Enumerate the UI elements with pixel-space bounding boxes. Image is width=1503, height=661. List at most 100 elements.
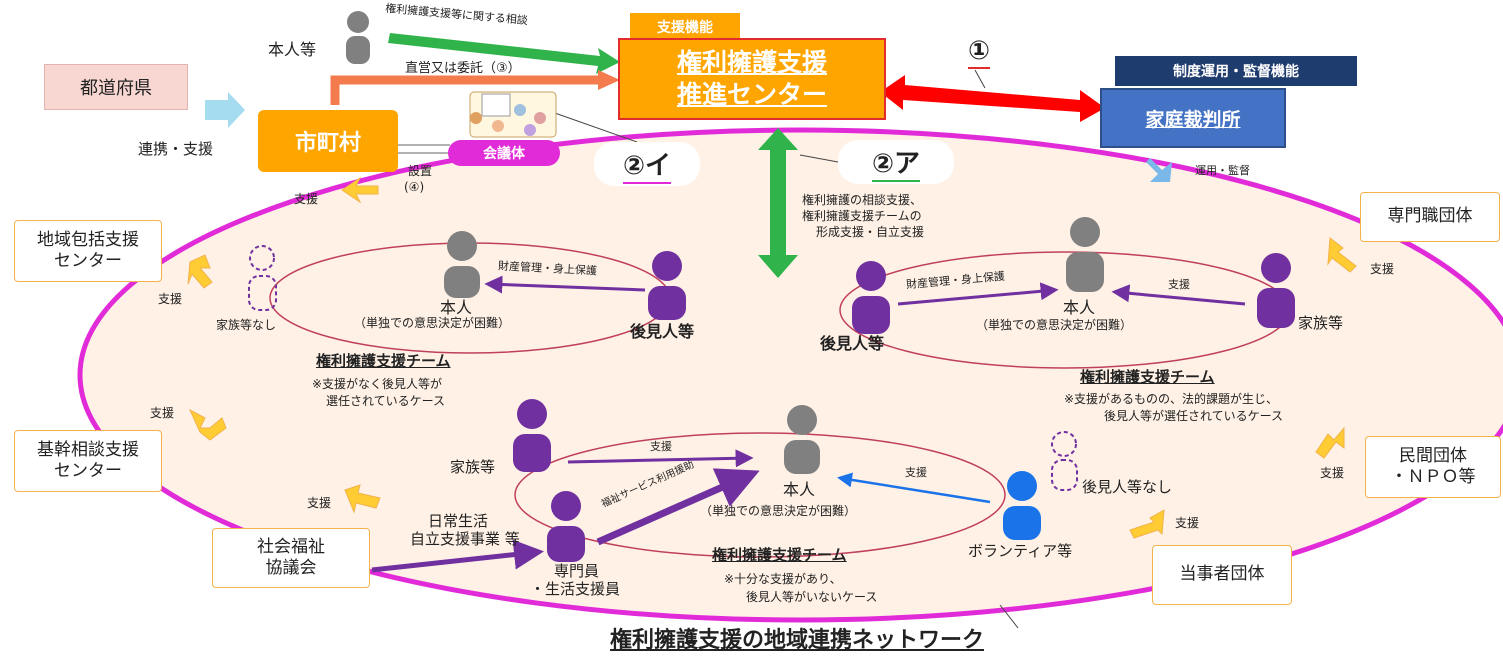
- person-icon-left-none: [248, 245, 277, 311]
- center-support-2: 権利擁護支援チームの: [802, 209, 922, 223]
- center-line-2: 推進センター: [676, 80, 827, 109]
- minkan-box[interactable]: 民間団体 ・ＮＰＯ等: [1365, 436, 1501, 498]
- team-ellipse-bottom: [514, 432, 1006, 558]
- center-support-3: 形成支援・自立支援: [816, 225, 925, 239]
- badge-2a-label: ②ア: [871, 143, 920, 182]
- bottom-family-arrow-label: 支援: [650, 440, 672, 453]
- support-label: 支援: [1320, 466, 1345, 480]
- arrow-right-family: [1111, 284, 1246, 306]
- badge-2i: ②イ: [594, 142, 700, 186]
- right-guardian-label: 後見人等: [820, 334, 885, 353]
- person-icon-bottom-family: [513, 399, 551, 472]
- arrow-bottom-family: [567, 449, 754, 468]
- right-person-sub: （単独での意思決定が困難）: [976, 318, 1133, 332]
- support-label: 支援: [150, 406, 175, 420]
- support-label: 支援: [294, 192, 319, 206]
- arrow-right-guardian: [897, 282, 1059, 306]
- tojisha-box[interactable]: 当事者団体: [1152, 545, 1292, 605]
- prefecture-box[interactable]: 都道府県: [44, 64, 188, 110]
- setup-label: 設置: [408, 164, 433, 178]
- right-team-title: 権利擁護支援チーム: [1080, 368, 1215, 386]
- senmon-box[interactable]: 専門職団体: [1360, 192, 1500, 242]
- center-support-1: 権利擁護の相談支援、: [802, 193, 923, 207]
- oversight-tag: 制度運用・監督機能: [1115, 56, 1357, 86]
- left-guardian-label: 後見人等: [630, 322, 695, 341]
- outer-network-ring: [77, 127, 1503, 623]
- badge-1: ①: [968, 36, 991, 70]
- bottom-family-label: 家族等: [450, 458, 496, 476]
- arrow-left-guardian: [484, 275, 646, 294]
- right-family-label: 家族等: [1298, 314, 1344, 332]
- council-pill[interactable]: 会議体: [448, 140, 560, 166]
- volunteer-label: ボランティア等: [968, 542, 1073, 560]
- person-icon-bottom-honnin: [784, 405, 820, 474]
- volunteer-arrow-label: 支援: [905, 466, 927, 479]
- right-family-arrow-label: 支援: [1168, 278, 1190, 291]
- left-note-2: 選任されているケース: [326, 394, 446, 408]
- minkan-line-2: ・ＮＰＯ等: [1390, 467, 1476, 487]
- no-family-label: 家族等なし: [216, 318, 277, 332]
- direct-label: 直営又は委託（③）: [405, 61, 521, 76]
- arrow-bottom-staff: [596, 468, 760, 546]
- court-arrow: [1146, 158, 1172, 182]
- chiiki-line-2: センター: [54, 251, 122, 271]
- support-label: 支援: [307, 496, 332, 510]
- minkan-line-1: 民間団体: [1399, 445, 1467, 466]
- support-label: 支援: [158, 292, 183, 306]
- kikan-center-box[interactable]: 基幹相談支援 センター: [14, 430, 162, 492]
- diagram-title: 権利擁護支援の地域連携ネットワーク: [610, 628, 985, 653]
- left-team-title: 権利擁護支援チーム: [316, 352, 451, 370]
- right-note-2: 後見人等が選任されているケース: [1104, 409, 1284, 423]
- daily-label-1: 日常生活: [428, 512, 489, 530]
- setup-label-2: (④): [404, 180, 425, 194]
- support-function-tag: 支援機能: [630, 13, 740, 41]
- person-icon-right-honnin: [1066, 217, 1104, 292]
- bottom-person-sub: （単独での意思決定が困難）: [700, 504, 857, 518]
- arrow-bottom-volunteer: [837, 472, 991, 504]
- bottom-note-1: ※十分な支援があり、: [724, 572, 842, 586]
- support-label: 支援: [1175, 516, 1200, 530]
- badge-2i-label: ②イ: [622, 145, 671, 184]
- person-icon-right-family: [1257, 253, 1295, 328]
- left-person-sub: （単独での意思決定が困難）: [354, 316, 511, 330]
- support-label: 支援: [1370, 262, 1395, 276]
- council-icon: [469, 91, 557, 138]
- family-court-box[interactable]: 家庭裁判所: [1100, 88, 1286, 148]
- center-court-arrow: [880, 75, 1105, 122]
- person-icon-right-guardian: [852, 261, 890, 334]
- right-note-1: ※支援があるものの、法的課題が生じ、: [1064, 392, 1279, 406]
- chiiki-line-1: 地域包括支援: [37, 229, 139, 250]
- chiiki-center-box[interactable]: 地域包括支援 センター: [14, 220, 162, 282]
- bottom-staff-label-2: ・生活支援員: [530, 580, 621, 598]
- bottom-note-2: 後見人等がいないケース: [746, 590, 878, 604]
- person-icon-top-gray: [346, 11, 370, 64]
- municipality-box[interactable]: 市町村: [258, 110, 398, 172]
- kikan-line-1: 基幹相談支援: [37, 439, 139, 460]
- bottom-person-label: 本人: [783, 480, 816, 499]
- person-icon-bottom-none: [1051, 431, 1078, 491]
- honnin-top-label: 本人等: [268, 40, 317, 59]
- kikan-line-2: センター: [54, 461, 122, 481]
- court-note: 運用・監督: [1195, 164, 1250, 177]
- person-icon-bottom-volunteer: [1003, 471, 1041, 540]
- person-icon-left-guardian: [648, 251, 686, 320]
- pref-arrow: [205, 92, 245, 128]
- family-court-label: 家庭裁判所: [1145, 108, 1241, 131]
- badge-2a: ②ア: [838, 140, 954, 184]
- promotion-center-box[interactable]: 権利擁護支援 推進センター: [618, 38, 886, 120]
- pref-support-label: 連携・支援: [138, 140, 214, 158]
- center-support-arrow: [758, 128, 798, 278]
- person-icon-bottom-staff: [547, 491, 585, 562]
- right-person-label: 本人: [1063, 298, 1096, 317]
- no-guardian-label: 後見人等なし: [1082, 478, 1173, 496]
- left-person-label: 本人: [440, 298, 473, 317]
- bottom-staff-label-1: 専門員: [554, 562, 600, 580]
- left-note-1: ※支援がなく後見人等が: [312, 377, 443, 391]
- center-line-1: 権利擁護支援: [676, 47, 827, 77]
- bottom-team-title: 権利擁護支援チーム: [712, 546, 847, 564]
- shakyo-box[interactable]: 社会福祉 協議会: [212, 528, 370, 588]
- daily-label-2: 自立支援事業 等: [410, 530, 520, 548]
- shakyo-line-2: 協議会: [265, 558, 317, 578]
- direct-arrow: [330, 75, 600, 105]
